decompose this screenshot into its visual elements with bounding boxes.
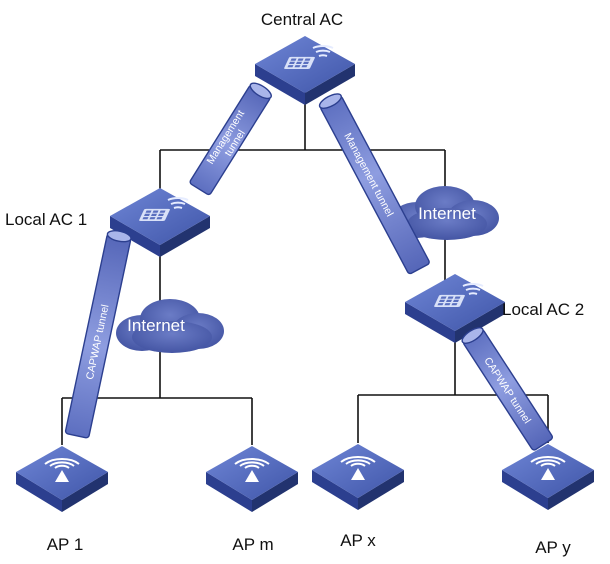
ap-y-label: AP y [535,538,571,557]
ap-m-label: AP m [232,535,273,554]
wires [61,92,549,445]
ap-x-label: AP x [340,531,376,550]
local-ac-2-label: Local AC 2 [502,300,584,319]
local-ac-1-label: Local AC 1 [5,210,87,229]
ap-x-device[interactable] [311,443,405,511]
internet-cloud-left: Internet [116,299,224,353]
management-tunnel-left: Management tunnel [189,82,272,196]
ap-y-device[interactable] [501,443,595,511]
ap-1-device[interactable] [15,445,109,513]
management-tunnel-right: Management tunnel [318,93,430,275]
local-ac-2-device[interactable] [404,273,506,344]
internet-cloud-right-label: Internet [418,204,476,223]
ap-1-label: AP 1 [47,535,84,554]
ap-m-device[interactable] [205,445,299,513]
management-tunnel-right-label: Management tunnel [341,131,395,219]
capwap-tunnel-right: CAPWAP tunnel [461,327,554,451]
internet-cloud-right: Internet [391,186,499,240]
central-ac-label: Central AC [261,10,343,29]
internet-cloud-left-label: Internet [127,316,185,335]
